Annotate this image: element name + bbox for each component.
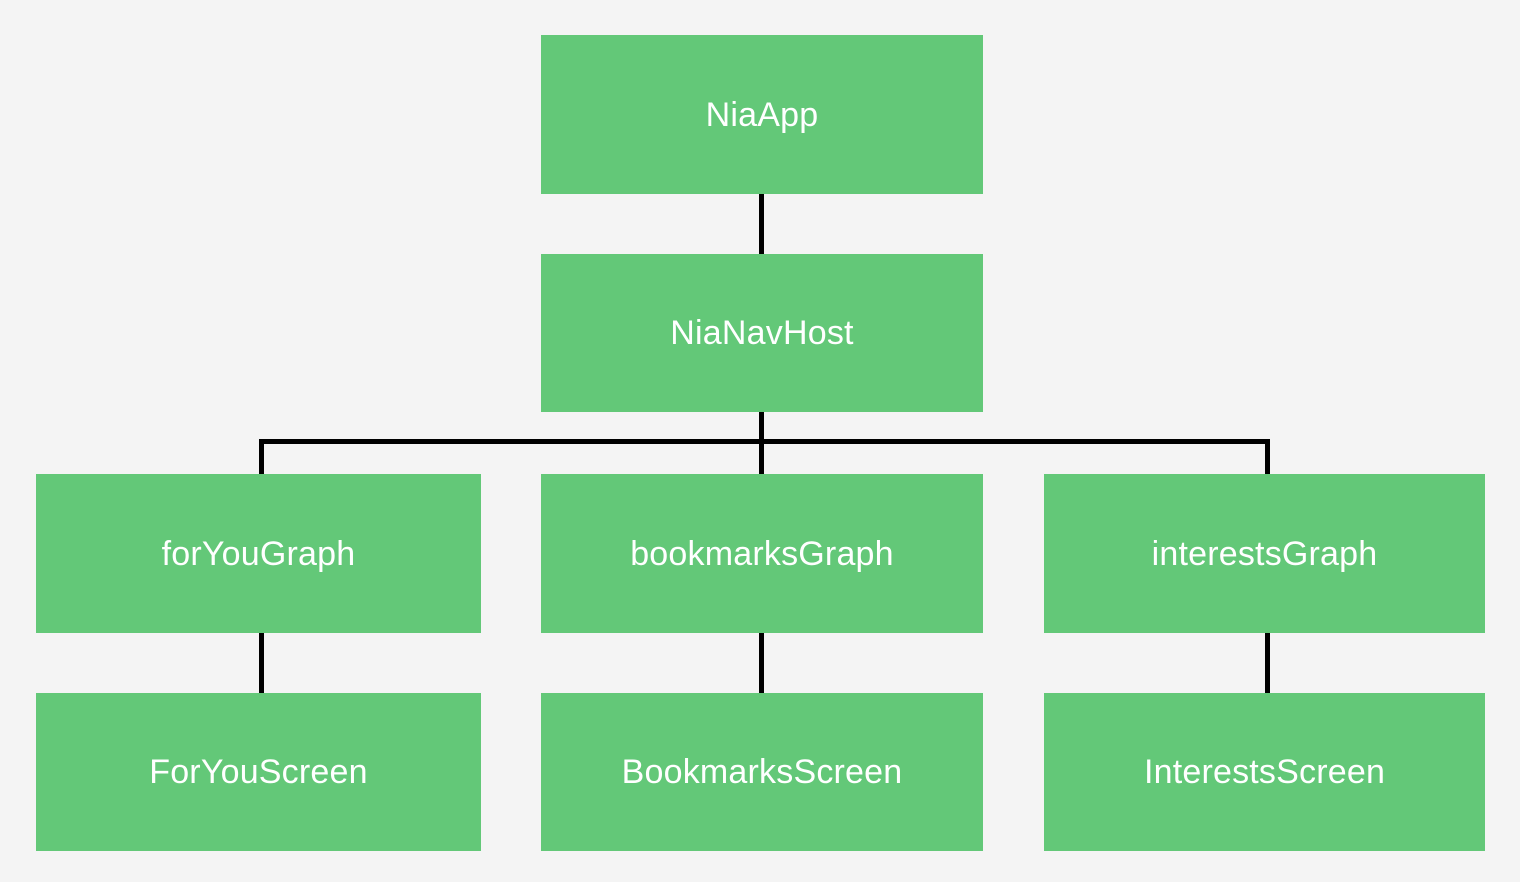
node-interestsgraph-label: interestsGraph [1151, 534, 1378, 573]
node-nianavhost[interactable]: NiaNavHost [541, 254, 983, 412]
node-foryouscreen[interactable]: ForYouScreen [36, 693, 481, 851]
node-foryougraph-label: forYouGraph [161, 534, 356, 573]
node-foryougraph[interactable]: forYouGraph [36, 474, 481, 633]
edge-bus-to-foryougraph [259, 439, 264, 475]
node-bookmarksgraph-label: bookmarksGraph [630, 534, 894, 573]
node-niaapp-label: NiaApp [705, 95, 819, 134]
edge-niaapp-to-nianavhost [759, 194, 764, 255]
edge-interestsgraph-to-interestsscreen [1265, 633, 1270, 694]
edge-horizontal-bus [259, 439, 1270, 444]
node-interestsscreen[interactable]: InterestsScreen [1044, 693, 1485, 851]
node-foryouscreen-label: ForYouScreen [149, 753, 368, 791]
edge-foryougraph-to-foryouscreen [259, 633, 264, 694]
node-bookmarksgraph[interactable]: bookmarksGraph [541, 474, 983, 633]
node-bookmarksscreen[interactable]: BookmarksScreen [541, 693, 983, 851]
edge-bookmarksgraph-to-bookmarksscreen [759, 633, 764, 694]
edge-bus-to-interestsgraph [1265, 439, 1270, 475]
edge-nianavhost-to-bus [759, 412, 764, 444]
node-interestsscreen-label: InterestsScreen [1143, 753, 1386, 791]
node-nianavhost-label: NiaNavHost [670, 314, 854, 352]
node-interestsgraph[interactable]: interestsGraph [1044, 474, 1485, 633]
edge-bus-to-bookmarksgraph [759, 439, 764, 475]
node-niaapp[interactable]: NiaApp [541, 35, 983, 194]
node-bookmarksscreen-label: BookmarksScreen [621, 753, 903, 791]
